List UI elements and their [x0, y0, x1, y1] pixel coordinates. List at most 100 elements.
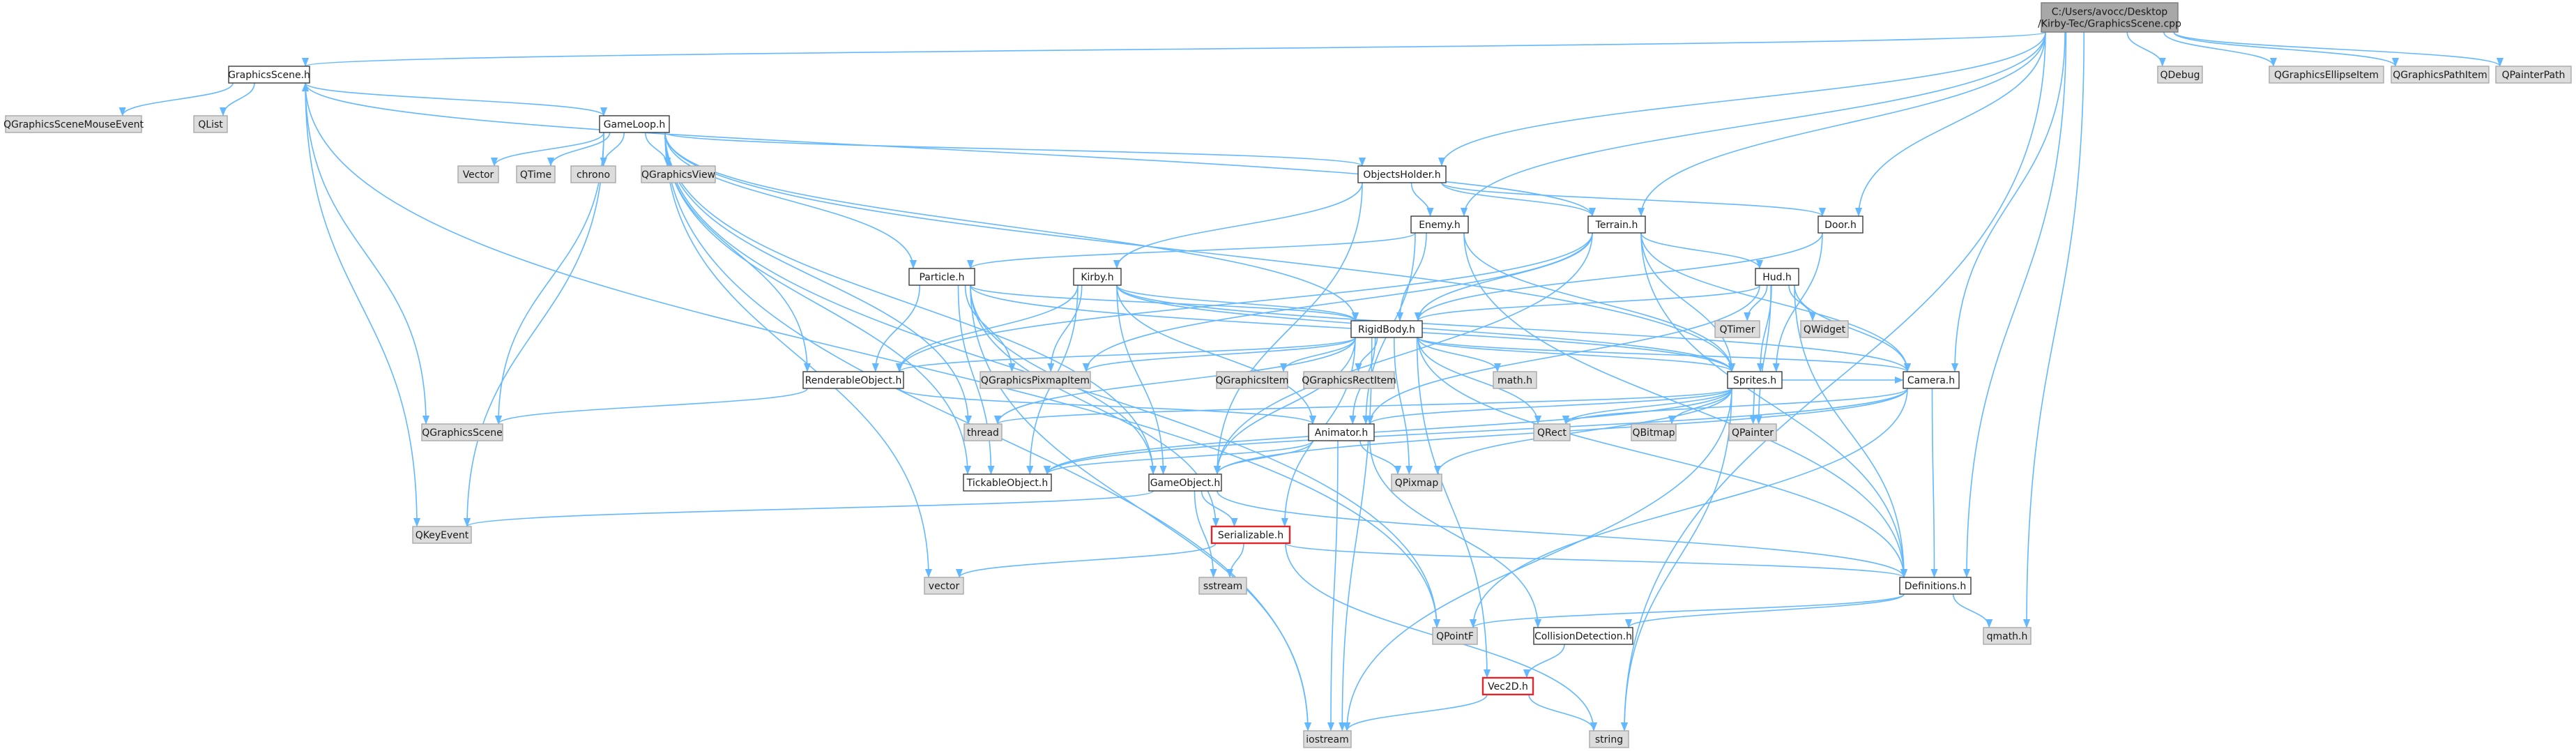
- node-objectsholder-h[interactable]: ObjectsHolder.h: [1357, 165, 1447, 183]
- edge-gameloop_h-to-gameobject_h: [664, 132, 1157, 475]
- node-qgraphicspixmapitem[interactable]: QGraphicsPixmapItem: [980, 371, 1091, 389]
- node-box: [457, 165, 499, 183]
- edge-gameloop_h-to-qkeyevent: [463, 132, 604, 527]
- edge-gameobject_h-to-serializable_h: [1201, 490, 1238, 527]
- node-box: [1899, 577, 1972, 595]
- node-terrain-h[interactable]: Terrain.h: [1587, 215, 1646, 234]
- node-door-h[interactable]: Door.h: [1817, 215, 1864, 234]
- node-label: QTimer: [1719, 324, 1755, 335]
- node-qlist[interactable]: QList: [193, 115, 228, 133]
- edge-root-to-camera_h: [1951, 31, 2066, 372]
- edge-definitions_h-to-collisiondetection_h: [1625, 593, 1905, 628]
- node-qgraphicsscene[interactable]: QGraphicsScene: [421, 423, 503, 441]
- node-particle-h[interactable]: Particle.h: [908, 268, 975, 286]
- node-box: [963, 473, 1052, 492]
- node-label: chrono: [577, 169, 610, 181]
- node-graphicsscene-h[interactable]: GraphicsScene.h: [228, 66, 310, 84]
- edge-graphicsscene_h-to-qgraphicsscene: [305, 82, 430, 425]
- node-label: QList: [198, 119, 223, 130]
- node-qrect[interactable]: QRect: [1533, 423, 1571, 441]
- node-sstream[interactable]: sstream: [1198, 577, 1247, 595]
- node-label: RigidBody.h: [1358, 324, 1415, 335]
- node-chrono[interactable]: chrono: [570, 165, 616, 183]
- node-hud-h[interactable]: Hud.h: [1755, 268, 1799, 286]
- node-label: math.h: [1497, 375, 1532, 386]
- node-label: GraphicsScene.h: [228, 70, 310, 81]
- node-box: [1587, 215, 1646, 234]
- node-vector-cap[interactable]: Vector: [457, 165, 499, 183]
- node-qgraphicsrectitem[interactable]: QGraphicsRectItem: [1302, 371, 1396, 389]
- node-qtimer[interactable]: QTimer: [1714, 320, 1760, 338]
- node-box: [193, 115, 228, 133]
- node-qgraphicsview[interactable]: QGraphicsView: [641, 165, 716, 183]
- node-box: [1983, 627, 2032, 645]
- edge-sprites_h-to-qbitmap: [1668, 388, 1732, 425]
- node-label: Terrain.h: [1595, 220, 1638, 231]
- node-box: [1817, 215, 1864, 234]
- node-label: QBitmap: [1632, 427, 1675, 439]
- node-qkeyevent[interactable]: QKeyEvent: [412, 526, 472, 544]
- node-sprites-h[interactable]: Sprites.h: [1727, 371, 1783, 389]
- node-enemy-h[interactable]: Enemy.h: [1410, 215, 1469, 234]
- node-label: QGraphicsPixmapItem: [981, 375, 1090, 386]
- node-animator-h[interactable]: Animator.h: [1308, 423, 1375, 441]
- node-box: [1631, 423, 1677, 441]
- node-label: C:/Users/avocc/Desktop: [2052, 7, 2168, 18]
- node-label: QPointF: [1436, 631, 1474, 642]
- node-box: [1533, 627, 1633, 645]
- node-root[interactable]: C:/Users/avocc/Desktop/Kirby-Tec/Graphic…: [2038, 2, 2181, 33]
- node-qpainterpath[interactable]: QPainterPath: [2495, 66, 2572, 84]
- node-gameobject-h[interactable]: GameObject.h: [1148, 473, 1222, 492]
- edge-rigidbody_h-to-renderableobject_h: [896, 337, 1356, 372]
- node-qpixmap[interactable]: QPixmap: [1391, 473, 1442, 492]
- node-qpainter[interactable]: QPainter: [1728, 423, 1777, 441]
- edge-root-to-qgraphicsellipseitem: [2163, 31, 2278, 67]
- node-qwidget[interactable]: QWidget: [1800, 320, 1849, 338]
- node-collisiondetection-h[interactable]: CollisionDetection.h: [1533, 627, 1633, 645]
- node-qgraphicspathitem[interactable]: QGraphicsPathItem: [2391, 66, 2490, 84]
- node-qgraphicsellipseitem[interactable]: QGraphicsEllipseItem: [2269, 66, 2384, 84]
- node-qgraphicsscenemouseevent[interactable]: QGraphicsSceneMouseEvent: [3, 115, 144, 133]
- node-label: thread: [967, 427, 999, 439]
- node-box: [1303, 730, 1352, 748]
- edge-rigidbody_h-to-camera_h: [1417, 337, 1911, 372]
- node-kirby-h[interactable]: Kirby.h: [1073, 268, 1122, 286]
- node-tickableobject-h[interactable]: TickableObject.h: [963, 473, 1052, 492]
- edge-enemy_h-to-rigidbody_h: [1396, 232, 1427, 321]
- node-label: QGraphicsPathItem: [2393, 70, 2487, 81]
- node-camera-h[interactable]: Camera.h: [1903, 371, 1960, 389]
- edge-rigidbody_h-to-iostream: [1339, 337, 1373, 731]
- node-label: GameLoop.h: [604, 119, 666, 130]
- node-label: QTime: [520, 169, 551, 181]
- edge-rigidbody_h-to-math_h: [1417, 337, 1502, 372]
- node-qgraphicsitem[interactable]: QGraphicsItem: [1216, 371, 1289, 389]
- node-iostream[interactable]: iostream: [1303, 730, 1352, 748]
- node-gameloop-h[interactable]: GameLoop.h: [599, 115, 670, 133]
- node-definitions-h[interactable]: Definitions.h: [1899, 577, 1972, 595]
- node-box: [1533, 423, 1571, 441]
- node-serializable-h[interactable]: Serializable.h: [1210, 525, 1291, 545]
- edge-rigidbody_h-to-gameobject_h: [1213, 337, 1356, 475]
- edge-gameloop_h-to-thread: [664, 132, 973, 425]
- node-qtime[interactable]: QTime: [516, 165, 556, 183]
- node-qpointf[interactable]: QPointF: [1432, 627, 1478, 645]
- node-thread[interactable]: thread: [963, 423, 1003, 441]
- node-renderableobject-h[interactable]: RenderableObject.h: [802, 371, 904, 389]
- node-box: [1198, 577, 1247, 595]
- node-vector-low[interactable]: vector: [924, 577, 964, 595]
- node-qbitmap[interactable]: QBitmap: [1631, 423, 1677, 441]
- node-box: [421, 423, 503, 441]
- node-vec2d-h[interactable]: Vec2D.h: [1481, 676, 1534, 696]
- edges-layer: [119, 31, 2503, 731]
- node-string[interactable]: string: [1589, 730, 1629, 748]
- node-qmath-h[interactable]: qmath.h: [1983, 627, 2032, 645]
- node-rigidbody-h[interactable]: RigidBody.h: [1350, 320, 1423, 338]
- node-math-h[interactable]: math.h: [1493, 371, 1537, 389]
- edge-rigidbody_h-to-qrect: [1417, 337, 1542, 425]
- node-qdebug[interactable]: QDebug: [2157, 66, 2203, 84]
- edge-gameloop_h-to-objectsholder_h: [664, 132, 1366, 167]
- node-box: [1755, 268, 1799, 286]
- edge-vec2d_h-to-iostream: [1343, 694, 1488, 731]
- edge-gameobject_h-to-definitions_h: [1217, 490, 1907, 578]
